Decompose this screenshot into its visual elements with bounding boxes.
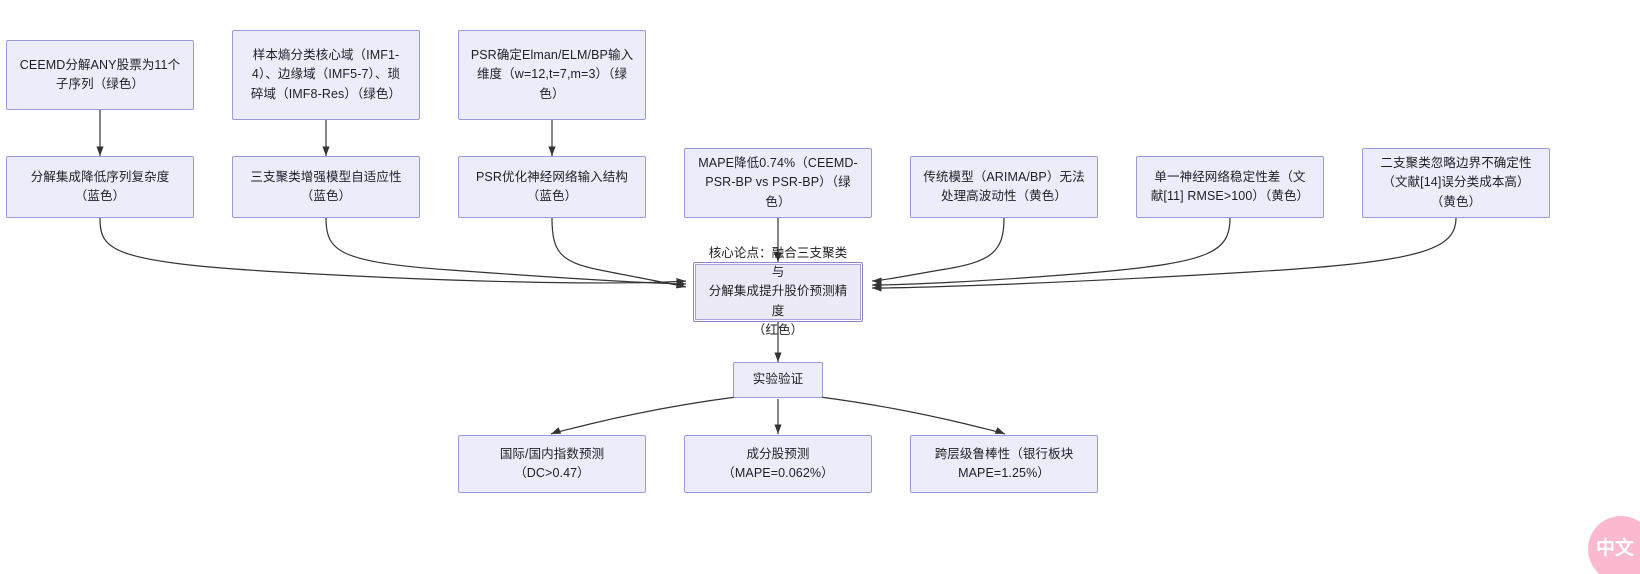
node-two-way-clustering-boundary[interactable]: 二支聚类忽略边界不确定性 （文献[14]误分类成本高） （黄色）	[1362, 148, 1550, 218]
edge-validation-n11	[550, 396, 737, 435]
node-label: 二支聚类忽略边界不确定性 （文献[14]误分类成本高） （黄色）	[1380, 155, 1532, 209]
edge-validation-n13	[819, 396, 1006, 435]
node-sample-entropy-classification[interactable]: 样本熵分类核心域（IMF1- 4）、边缘域（IMF5-7）、琐 碎域（IMF8-…	[232, 30, 420, 120]
edge-n10-core	[871, 217, 1457, 292]
edge-n4-core	[99, 217, 687, 286]
edge-n9-core	[871, 217, 1231, 289]
node-label: MAPE降低0.74%（CEEMD- PSR-BP vs PSR-BP）（绿 色…	[698, 155, 858, 209]
node-label: 样本熵分类核心域（IMF1- 4）、边缘域（IMF5-7）、琐 碎域（IMF8-…	[250, 47, 402, 101]
node-label: 单一神经网络稳定性差（文 献[11] RMSE>100）（黄色）	[1150, 169, 1310, 203]
node-index-prediction[interactable]: 国际/国内指数预测 （DC>0.47）	[458, 435, 646, 493]
node-constituent-stock-prediction[interactable]: 成分股预测 （MAPE=0.062%）	[684, 435, 872, 493]
edge-n6-core	[551, 217, 687, 289]
node-label: 成分股预测 （MAPE=0.062%）	[722, 446, 834, 480]
node-label: CEEMD分解ANY股票为11个 子序列（绿色）	[19, 57, 181, 91]
node-label: 传统模型（ARIMA/BP）无法 处理高波动性（黄色）	[923, 169, 1085, 203]
edge-n5-core	[325, 217, 687, 288]
node-core-thesis[interactable]: 核心论点：融合三支聚类与 分解集成提升股价预测精度 （红色）	[693, 246, 863, 337]
node-label: 跨层级鲁棒性（银行板块 MAPE=1.25%）	[934, 446, 1074, 480]
node-traditional-model-limitation[interactable]: 传统模型（ARIMA/BP）无法 处理高波动性（黄色）	[910, 156, 1098, 218]
node-psr-optimizes-network-input[interactable]: PSR优化神经网络输入结构 （蓝色）	[458, 156, 646, 218]
node-three-way-clustering-adaptivity[interactable]: 三支聚类增强模型自适应性 （蓝色）	[232, 156, 420, 218]
node-mape-reduction[interactable]: MAPE降低0.74%（CEEMD- PSR-BP vs PSR-BP）（绿 色…	[684, 148, 872, 218]
node-label: 国际/国内指数预测 （DC>0.47）	[499, 446, 605, 480]
node-label: 分解集成降低序列复杂度 （蓝色）	[30, 169, 170, 203]
node-label: 核心论点：融合三支聚类与 分解集成提升股价预测精度 （红色）	[708, 245, 848, 338]
node-decomposition-reduces-complexity[interactable]: 分解集成降低序列复杂度 （蓝色）	[6, 156, 194, 218]
node-experimental-validation[interactable]: 实验验证	[733, 362, 823, 398]
node-label: PSR优化神经网络输入结构 （蓝色）	[475, 169, 628, 203]
node-single-network-instability[interactable]: 单一神经网络稳定性差（文 献[11] RMSE>100）（黄色）	[1136, 156, 1324, 218]
node-cross-level-robustness[interactable]: 跨层级鲁棒性（银行板块 MAPE=1.25%）	[910, 435, 1098, 493]
watermark-badge: 中文	[1588, 516, 1640, 574]
node-label: PSR确定Elman/ELM/BP输入 维度（w=12,t=7,m=3）（绿 色…	[470, 47, 634, 101]
node-label: 实验验证	[752, 372, 804, 387]
edge-n8-core	[871, 217, 1005, 285]
watermark-label: 中文	[1595, 538, 1634, 560]
node-psr-input-dimension[interactable]: PSR确定Elman/ELM/BP输入 维度（w=12,t=7,m=3）（绿 色…	[458, 30, 646, 120]
node-ceemd-decomposition[interactable]: CEEMD分解ANY股票为11个 子序列（绿色）	[6, 40, 194, 110]
node-label: 三支聚类增强模型自适应性 （蓝色）	[250, 169, 402, 203]
